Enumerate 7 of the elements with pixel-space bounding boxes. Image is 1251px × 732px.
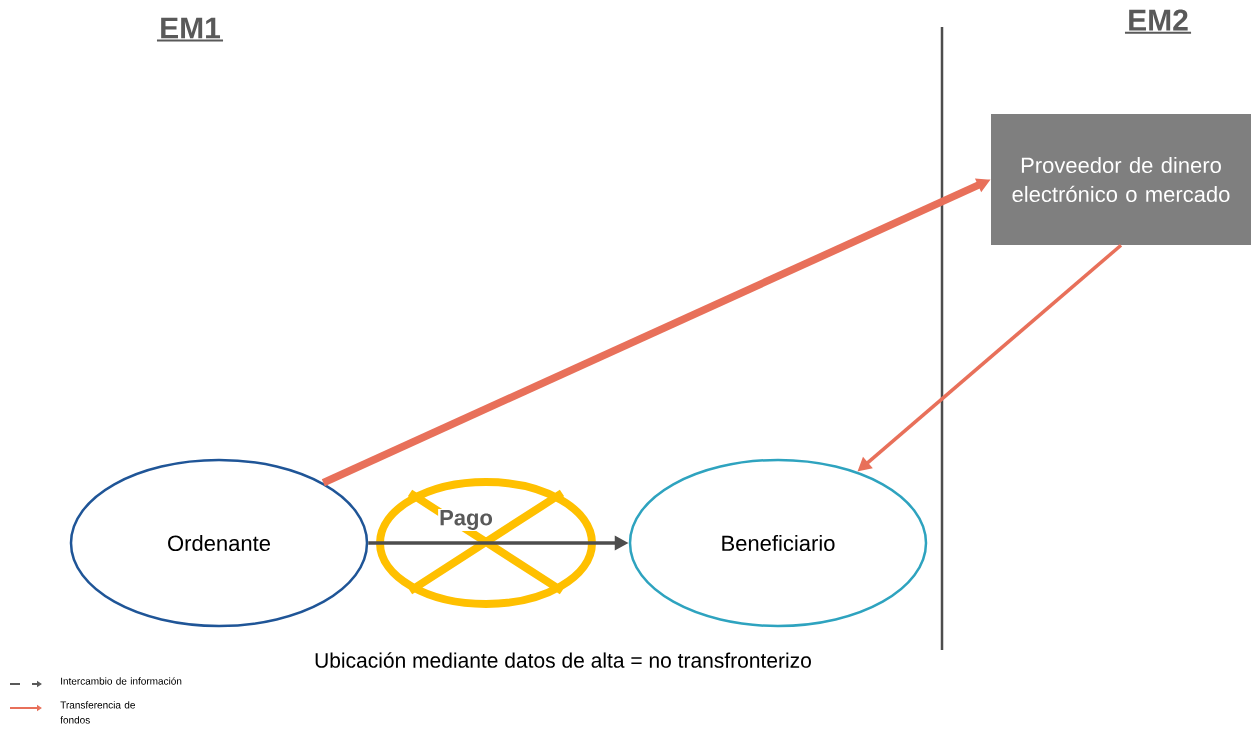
legend-text: Transferencia de fondos <box>60 701 135 724</box>
legend-text: Intercambio de información <box>61 677 182 685</box>
process-box: Proveedor de dinero electrónico o mercado <box>991 114 1251 245</box>
heading: EM2 <box>1129 9 1188 31</box>
edge-label: Pago <box>438 509 494 531</box>
heading: EM1 <box>161 17 220 39</box>
note: Ubicación mediante datos de alta = no transfronterizo <box>315 652 811 668</box>
